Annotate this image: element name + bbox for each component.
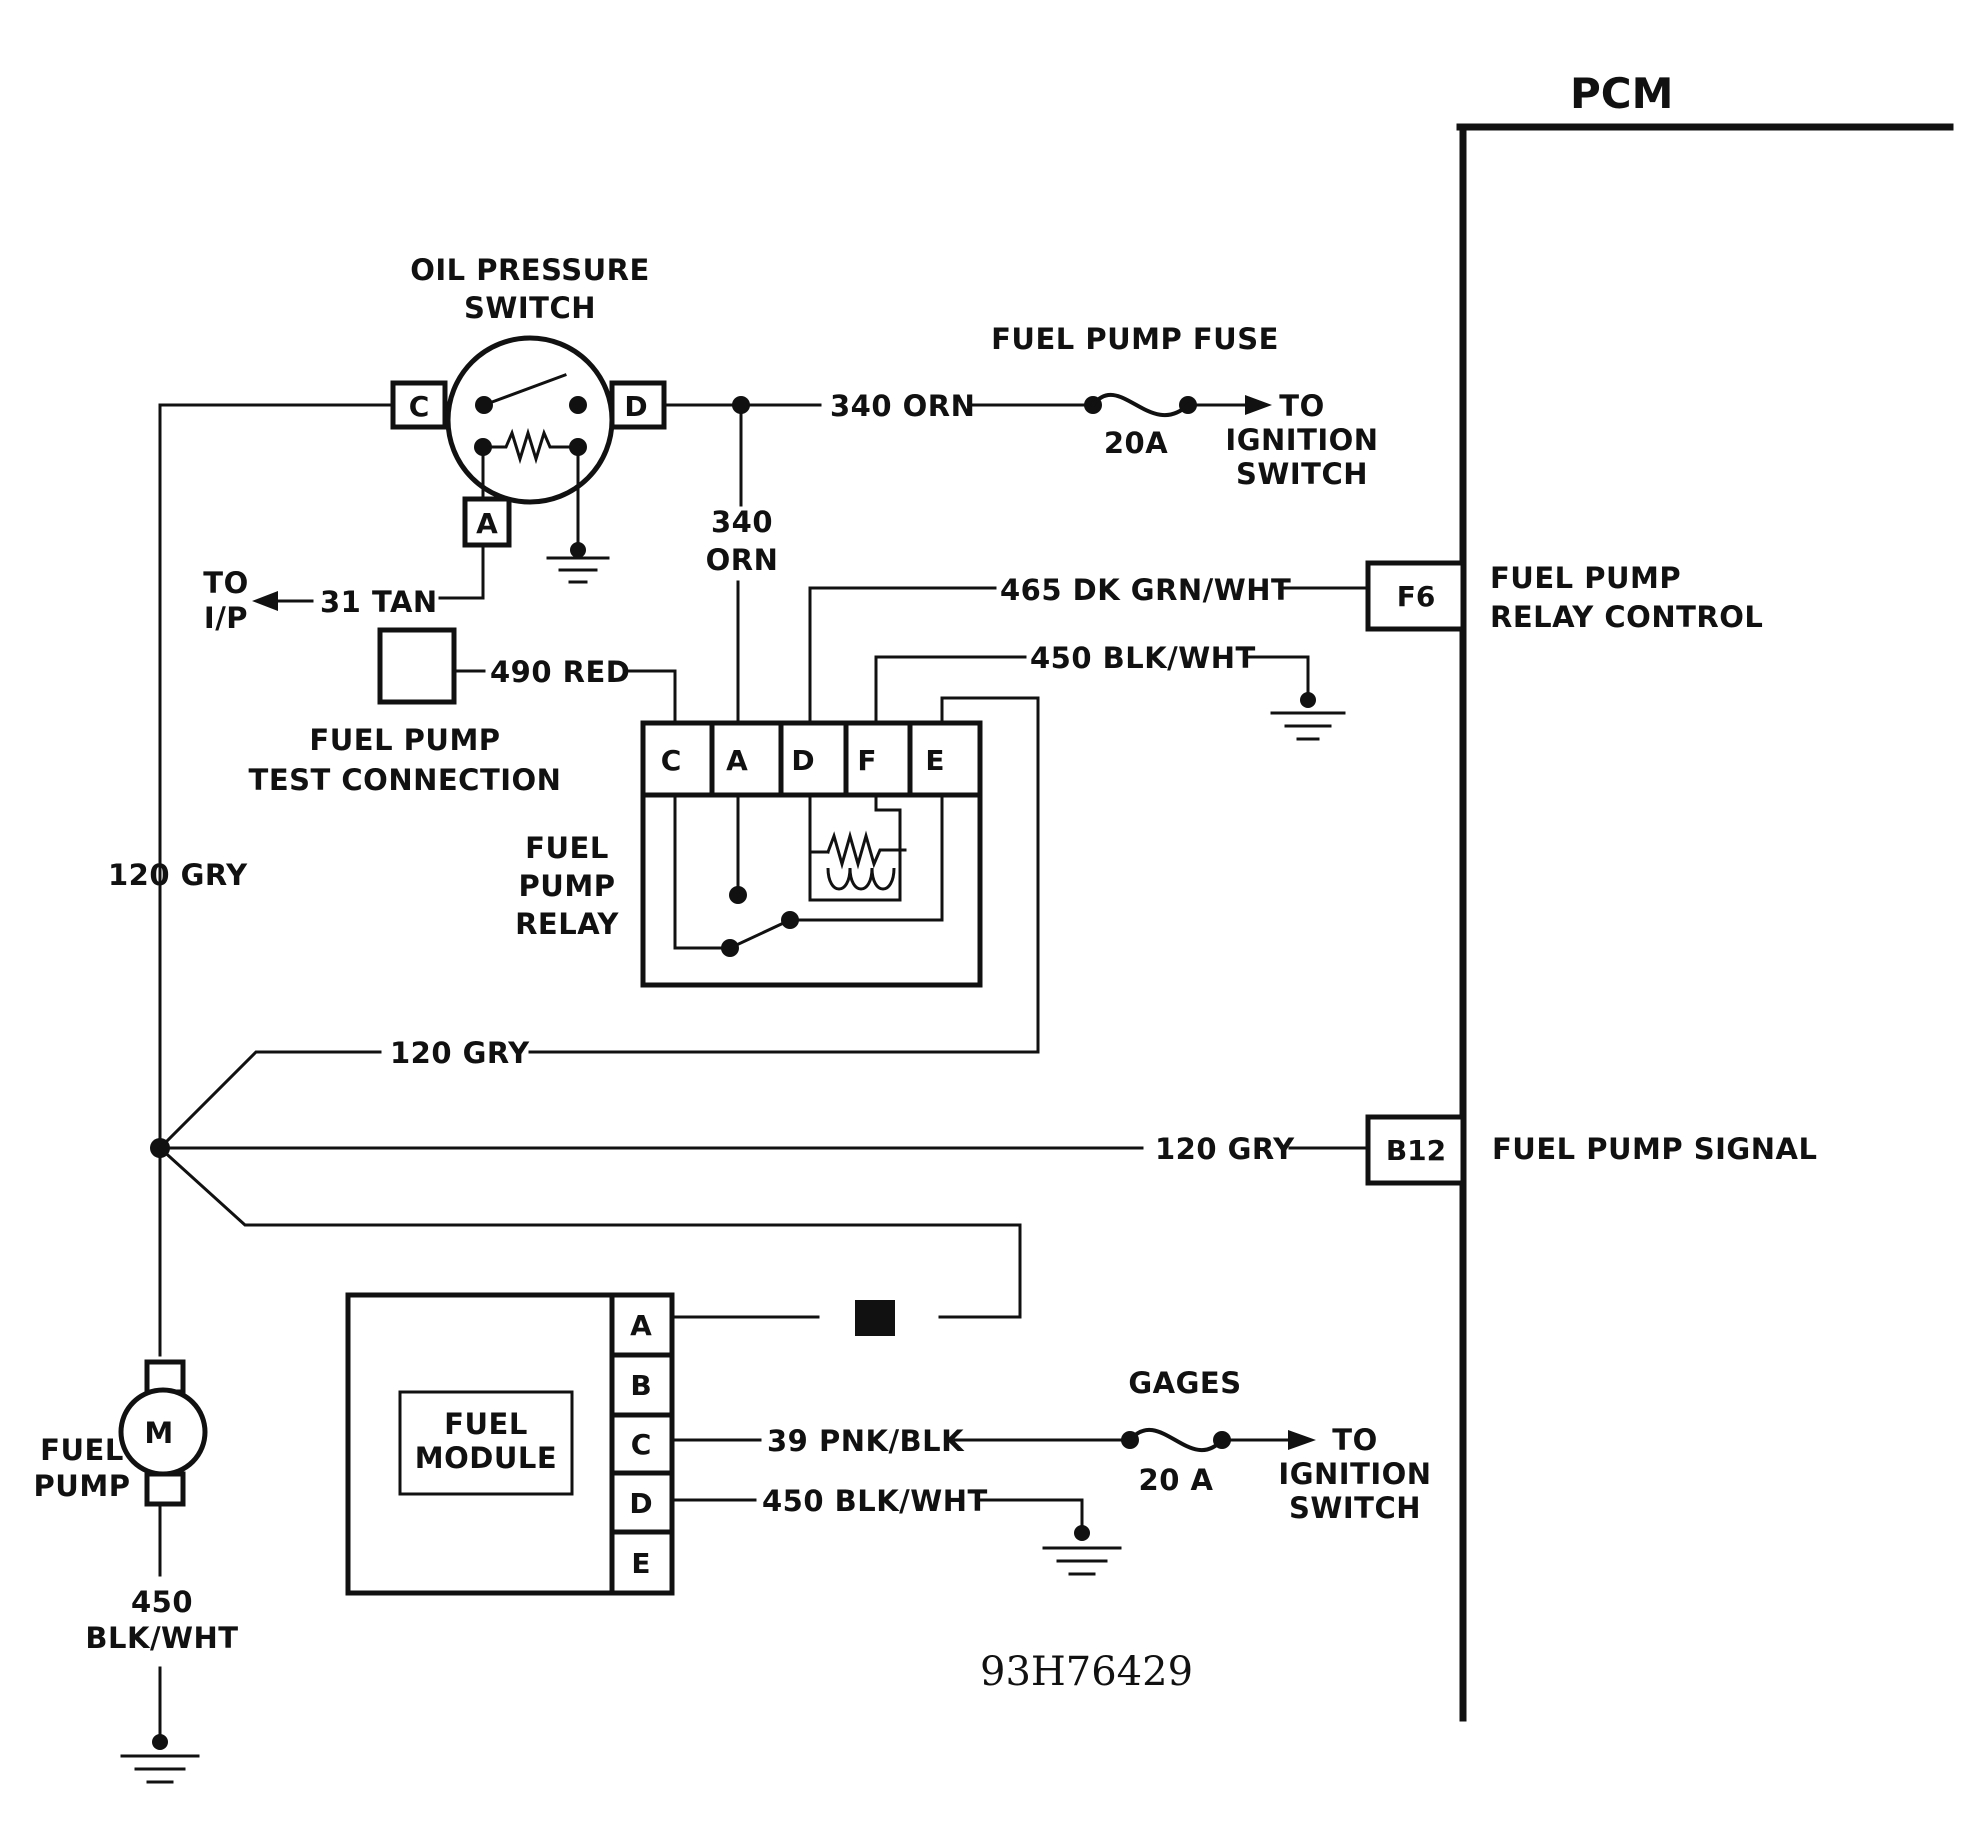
oil-switch-label-line1: OIL PRESSURE <box>410 253 650 287</box>
oil-switch-pin-d-label: D <box>624 390 647 423</box>
wire-450-module: 450 BLK/WHT <box>670 1484 1122 1576</box>
fuse-to-ignition-line1: TO <box>1279 389 1324 423</box>
relay-pin-a: A <box>726 744 748 777</box>
relay-label-line2: PUMP <box>519 869 616 903</box>
relay-pin-e: E <box>925 744 944 777</box>
test-connection-box <box>377 627 457 705</box>
test-connection-label-line2: TEST CONNECTION <box>249 763 562 797</box>
fuel-module-pin-e: E <box>631 1547 650 1580</box>
wire-340-label-line2: ORN <box>706 543 779 577</box>
fuel-module-pin-c: C <box>631 1428 652 1461</box>
wire-450-top-label: 450 BLK/WHT <box>1030 641 1256 675</box>
wire-450-pump-label-line1: 450 <box>131 1585 193 1619</box>
fuel-module-label-line1: FUEL <box>444 1407 528 1441</box>
fuel-module-label-box <box>398 1390 574 1496</box>
pcm-pin-b12-label: B12 <box>1386 1134 1446 1167</box>
fuel-pump-relay: C A D F E FUEL PUMP RELAY <box>515 720 983 988</box>
pcm-f6-desc-line1: FUEL PUMP <box>1490 561 1681 595</box>
fuel-module-pin-a: A <box>630 1309 652 1342</box>
wire-relay-e <box>528 696 1040 1054</box>
pcm-b12-desc: FUEL PUMP SIGNAL <box>1492 1132 1817 1166</box>
wire-340-label-line1: 340 <box>711 505 773 539</box>
fuse-to-ignition-line3: SWITCH <box>1236 457 1368 491</box>
fuel-pump-motor-circle <box>118 1387 208 1477</box>
wire-31-tan-label: 31 TAN <box>320 585 438 619</box>
fuel-module-label-line2: MODULE <box>415 1441 557 1475</box>
fuel-pump-label-line1: FUEL <box>40 1433 124 1467</box>
relay-pin-d: D <box>791 744 814 777</box>
gages-to-ignition-line2: IGNITION <box>1278 1457 1431 1491</box>
oil-switch-pin-a <box>462 496 512 548</box>
fuel-pump-fuse-title: FUEL PUMP FUSE <box>991 322 1279 356</box>
wire-465-label: 465 DK GRN/WHT <box>1000 573 1291 607</box>
arrow-right-icon <box>1245 395 1272 415</box>
to-ip-line1: TO <box>203 566 248 600</box>
oil-switch-pin-d <box>609 380 667 430</box>
gages-fuse-title: GAGES <box>1128 1366 1241 1400</box>
pcm-f6-desc-line2: RELAY CONTROL <box>1490 600 1763 634</box>
wire-450-top: 450 BLK/WHT <box>874 641 1346 741</box>
gages-to-ignition-line1: TO <box>1332 1423 1377 1457</box>
wire-450-pump-label-line2: BLK/WHT <box>85 1621 238 1655</box>
fuse-to-ignition-line2: IGNITION <box>1225 423 1378 457</box>
fuel-pump-label-line2: PUMP <box>34 1469 131 1503</box>
to-ip-line2: I/P <box>204 601 248 635</box>
relay-pins: C A D F E <box>661 720 945 798</box>
relay-label-line3: RELAY <box>515 907 619 941</box>
fuel-pump-terminal-bottom <box>144 1471 186 1507</box>
fuel-module-pin-d: D <box>629 1487 652 1520</box>
oil-pressure-switch: OIL PRESSURE SWITCH C D A <box>390 253 667 584</box>
wire-120-gry-left: 120 GRY <box>108 403 395 1357</box>
oil-switch-pin-c-label: C <box>409 390 430 423</box>
wire-120-gry-mid-label: 120 GRY <box>390 1036 530 1070</box>
pcm-block: PCM <box>1456 69 1954 1722</box>
wire-39-label: 39 PNK/BLK <box>767 1424 965 1458</box>
wire-340-orn-label: 340 ORN <box>830 389 975 423</box>
wire-120-gry-left-label: 120 GRY <box>108 858 248 892</box>
fuel-pump-motor-symbol: M <box>144 1416 173 1450</box>
reference-code: 93H76429 <box>980 1649 1193 1695</box>
connector-square-icon <box>855 1300 895 1336</box>
fuel-pump-terminal-top <box>144 1359 186 1395</box>
fuel-module: A B C D E FUEL MODULE <box>345 1292 675 1596</box>
pcm-pin-f6-label: F6 <box>1397 580 1436 613</box>
oil-switch-label-line2: SWITCH <box>464 291 596 325</box>
fuel-pump-fuse-rating: 20A <box>1104 426 1168 460</box>
arrow-left-icon <box>252 591 278 611</box>
oil-switch-body <box>445 335 615 505</box>
wire-120-gry-branches: 120 GRY 120 GRY <box>150 1036 1370 1336</box>
wire-450-module-label: 450 BLK/WHT <box>762 1484 988 1518</box>
wire-490-red-label: 490 RED <box>490 655 630 689</box>
gages-fuse: GAGES 20 A TO IGNITION SWITCH <box>1121 1366 1431 1525</box>
fuel-module-pin-b: B <box>630 1369 651 1402</box>
fuel-pump-motor: M FUEL PUMP 450 BLK/WHT <box>34 1359 238 1784</box>
wire-120-gry-pcm-label: 120 GRY <box>1155 1132 1295 1166</box>
fuel-pump-fuse: FUEL PUMP FUSE 20A TO IGNITION SWITCH <box>991 322 1378 491</box>
relay-label-line1: FUEL <box>525 831 609 865</box>
pcm-pin-b12: B12 FUEL PUMP SIGNAL <box>1365 1114 1817 1186</box>
wire-39-pnk-blk: 39 PNK/BLK <box>670 1424 1132 1458</box>
pcm-pin-f6: F6 FUEL PUMP RELAY CONTROL <box>1365 560 1763 634</box>
relay-pin-f: F <box>857 744 876 777</box>
gages-fuse-rating: 20 A <box>1139 1463 1214 1497</box>
test-connection-label-line1: FUEL PUMP <box>309 723 500 757</box>
pcm-pin-f6-box <box>1365 560 1466 632</box>
fuel-pump-test-connection: 490 RED FUEL PUMP TEST CONNECTION <box>249 627 677 797</box>
gages-to-ignition-line3: SWITCH <box>1289 1491 1421 1525</box>
oil-switch-pin-a-label: A <box>476 507 498 540</box>
wire-31-tan: 31 TAN TO I/P <box>203 543 485 635</box>
relay-pin-c: C <box>661 744 682 777</box>
pcm-pin-b12-box <box>1365 1114 1466 1186</box>
arrow-right-icon <box>1288 1430 1316 1450</box>
pcm-title: PCM <box>1570 69 1673 118</box>
wire-465: 465 DK GRN/WHT <box>808 573 1370 725</box>
